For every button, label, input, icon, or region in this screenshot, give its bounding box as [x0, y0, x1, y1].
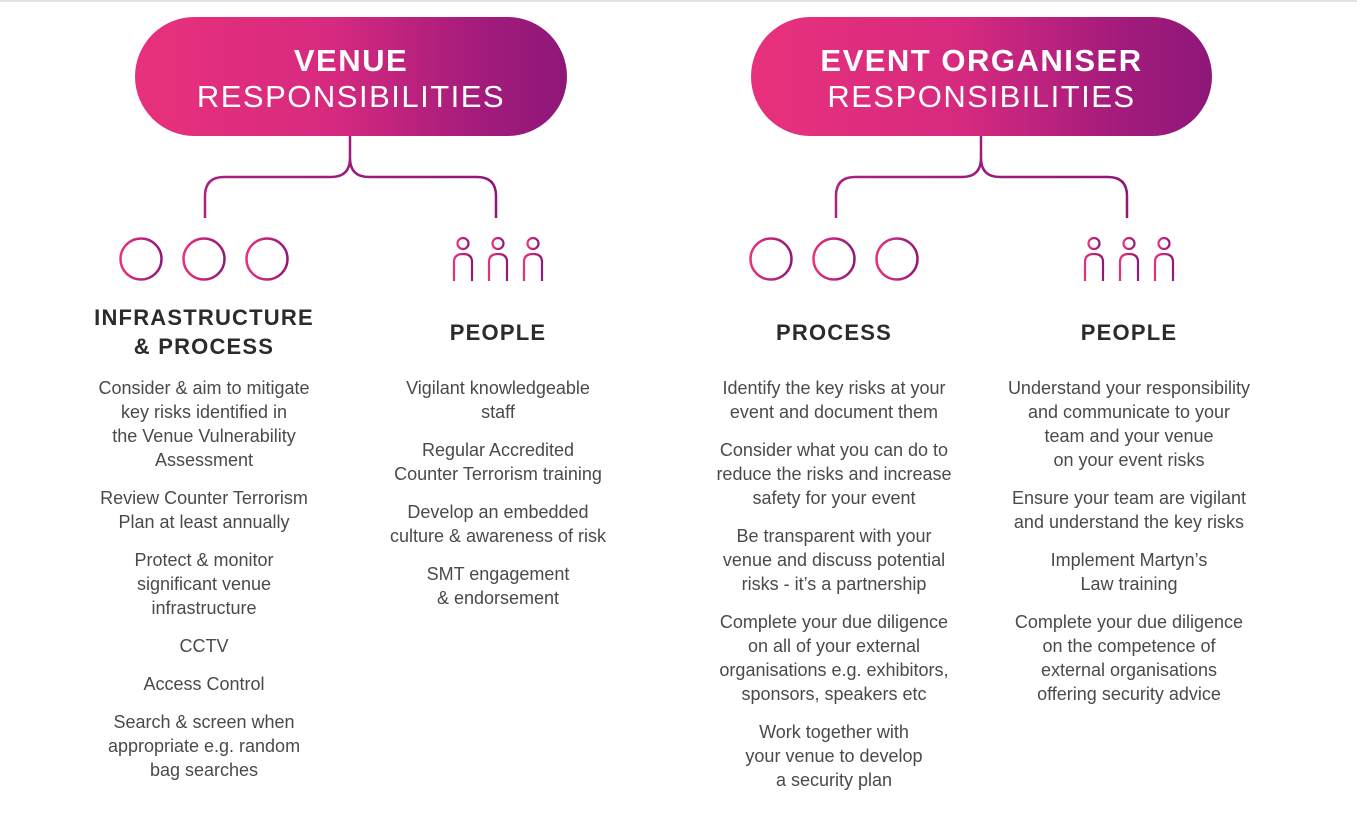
- venue-title: VENUE: [293, 43, 409, 78]
- list-item-line: CCTV: [179, 636, 229, 656]
- list-item-line: risks - it’s a partnership: [741, 574, 927, 594]
- list-item: Complete your due diligence on the compet…: [989, 610, 1269, 706]
- list-item-line: sponsors, speakers etc: [741, 684, 927, 704]
- heading-line: PEOPLE: [1080, 320, 1178, 345]
- process-list: Identify the key risks at your event and …: [694, 376, 974, 806]
- list-item-line: on the competence of: [1042, 636, 1216, 656]
- list-item-line: Regular Accredited: [421, 440, 575, 460]
- list-item: Consider what you can do to reduce the ri…: [694, 438, 974, 510]
- list-item-line: on all of your external: [747, 636, 921, 656]
- list-item-line: appropriate e.g. random: [107, 736, 301, 756]
- list-item: CCTV: [64, 634, 344, 658]
- list-item-line: your venue to develop: [745, 746, 923, 766]
- list-item: Search & screen when appropriate e.g. ran…: [64, 710, 344, 782]
- list-item-line: external organisations: [1040, 660, 1218, 680]
- list-item-line: the Venue Vulnerability: [112, 426, 296, 446]
- people-group-icon: [1083, 236, 1175, 281]
- list-item-line: SMT engagement: [426, 564, 570, 584]
- list-item-line: significant venue: [136, 574, 272, 594]
- list-item-line: offering security advice: [1037, 684, 1221, 704]
- heading-line: PEOPLE: [449, 320, 547, 345]
- list-item-line: and communicate to your: [1027, 402, 1231, 422]
- list-item: Protect & monitor significant venue infras…: [64, 548, 344, 620]
- list-item-line: key risks identified in: [120, 402, 288, 422]
- heading-line: PROCESS: [776, 320, 892, 345]
- list-item-line: culture & awareness of risk: [389, 526, 607, 546]
- venue-subtitle: RESPONSIBILITIES: [196, 79, 506, 114]
- list-item-line: Vigilant knowledgeable: [406, 378, 590, 398]
- organiser-subtitle: RESPONSIBILITIES: [827, 79, 1136, 114]
- list-item-line: Develop an embedded: [407, 502, 589, 522]
- list-item: Understand your responsibility and commun…: [989, 376, 1269, 472]
- list-item: Consider & aim to mitigate key risks iden…: [64, 376, 344, 472]
- list-item-line: Plan at least annually: [118, 512, 290, 532]
- organiser-responsibilities-pill: EVENT ORGANISER RESPONSIBILITIES: [751, 17, 1212, 136]
- list-item-line: venue and discuss potential: [722, 550, 946, 570]
- list-item: Be transparent with your venue and discus…: [694, 524, 974, 596]
- list-item: Work together with your venue to develop a…: [694, 720, 974, 792]
- process-heading: PROCESS: [694, 318, 974, 347]
- list-item: Complete your due diligence on all of you…: [694, 610, 974, 706]
- list-item-line: Consider what you can do to: [719, 440, 949, 460]
- top-divider: [0, 0, 1357, 2]
- list-item-line: Review Counter Terrorism: [100, 488, 308, 508]
- venue-responsibilities-pill: VENUE RESPONSIBILITIES: [135, 17, 567, 136]
- list-item-line: Search & screen when: [113, 712, 295, 732]
- list-item: SMT engagement & endorsement: [358, 562, 638, 610]
- list-item-line: Implement Martyn’s: [1050, 550, 1208, 570]
- list-item-line: safety for your event: [752, 488, 916, 508]
- list-item-line: Ensure your team are vigilant: [1011, 488, 1247, 508]
- list-item-line: Assessment: [154, 450, 254, 470]
- list-item-line: Work together with: [759, 722, 909, 742]
- list-item: Vigilant knowledgeable staff: [358, 376, 638, 424]
- list-item-line: Identify the key risks at your: [722, 378, 946, 398]
- list-item: Develop an embedded culture & awareness o…: [358, 500, 638, 548]
- list-item-line: infrastructure: [151, 598, 257, 618]
- list-item-line: & endorsement: [436, 588, 560, 608]
- list-item-line: Access Control: [143, 674, 265, 694]
- organiser-people-list: Understand your responsibility and commun…: [989, 376, 1269, 720]
- list-item-line: bag searches: [149, 760, 259, 780]
- organiser-title: EVENT ORGANISER: [820, 43, 1143, 78]
- list-item-line: reduce the risks and increase: [716, 464, 952, 484]
- list-item-line: event and document them: [729, 402, 939, 422]
- list-item: Ensure your team are vigilant and underst…: [989, 486, 1269, 534]
- list-item-line: team and your venue: [1044, 426, 1214, 446]
- list-item-line: Complete your due diligence: [1014, 612, 1244, 632]
- list-item-line: organisations e.g. exhibitors,: [719, 660, 949, 680]
- infrastructure-process-list: Consider & aim to mitigate key risks iden…: [64, 376, 344, 796]
- list-item-line: Be transparent with your: [736, 526, 932, 546]
- list-item-line: on your event risks: [1053, 450, 1205, 470]
- venue-connector: [203, 136, 498, 218]
- list-item-line: Complete your due diligence: [719, 612, 949, 632]
- list-item-line: Consider & aim to mitigate: [98, 378, 310, 398]
- list-item-line: staff: [481, 402, 515, 422]
- list-item-line: a security plan: [775, 770, 893, 790]
- list-item-line: Counter Terrorism training: [394, 464, 602, 484]
- list-item-line: Law training: [1080, 574, 1178, 594]
- process-circles-icon: [749, 237, 919, 281]
- list-item: Identify the key risks at your event and …: [694, 376, 974, 424]
- list-item-line: Understand your responsibility: [1007, 378, 1251, 398]
- venue-people-heading: PEOPLE: [358, 318, 638, 347]
- heading-line: INFRASTRUCTURE: [94, 305, 314, 330]
- infrastructure-process-heading: INFRASTRUCTURE & PROCESS: [64, 303, 344, 361]
- list-item-line: and understand the key risks: [1013, 512, 1245, 532]
- process-circles-icon: [119, 237, 289, 281]
- organiser-connector: [834, 136, 1129, 218]
- heading-line: & PROCESS: [133, 334, 275, 359]
- organiser-people-heading: PEOPLE: [989, 318, 1269, 347]
- list-item: Access Control: [64, 672, 344, 696]
- people-group-icon: [452, 236, 544, 281]
- list-item-line: Protect & monitor: [134, 550, 274, 570]
